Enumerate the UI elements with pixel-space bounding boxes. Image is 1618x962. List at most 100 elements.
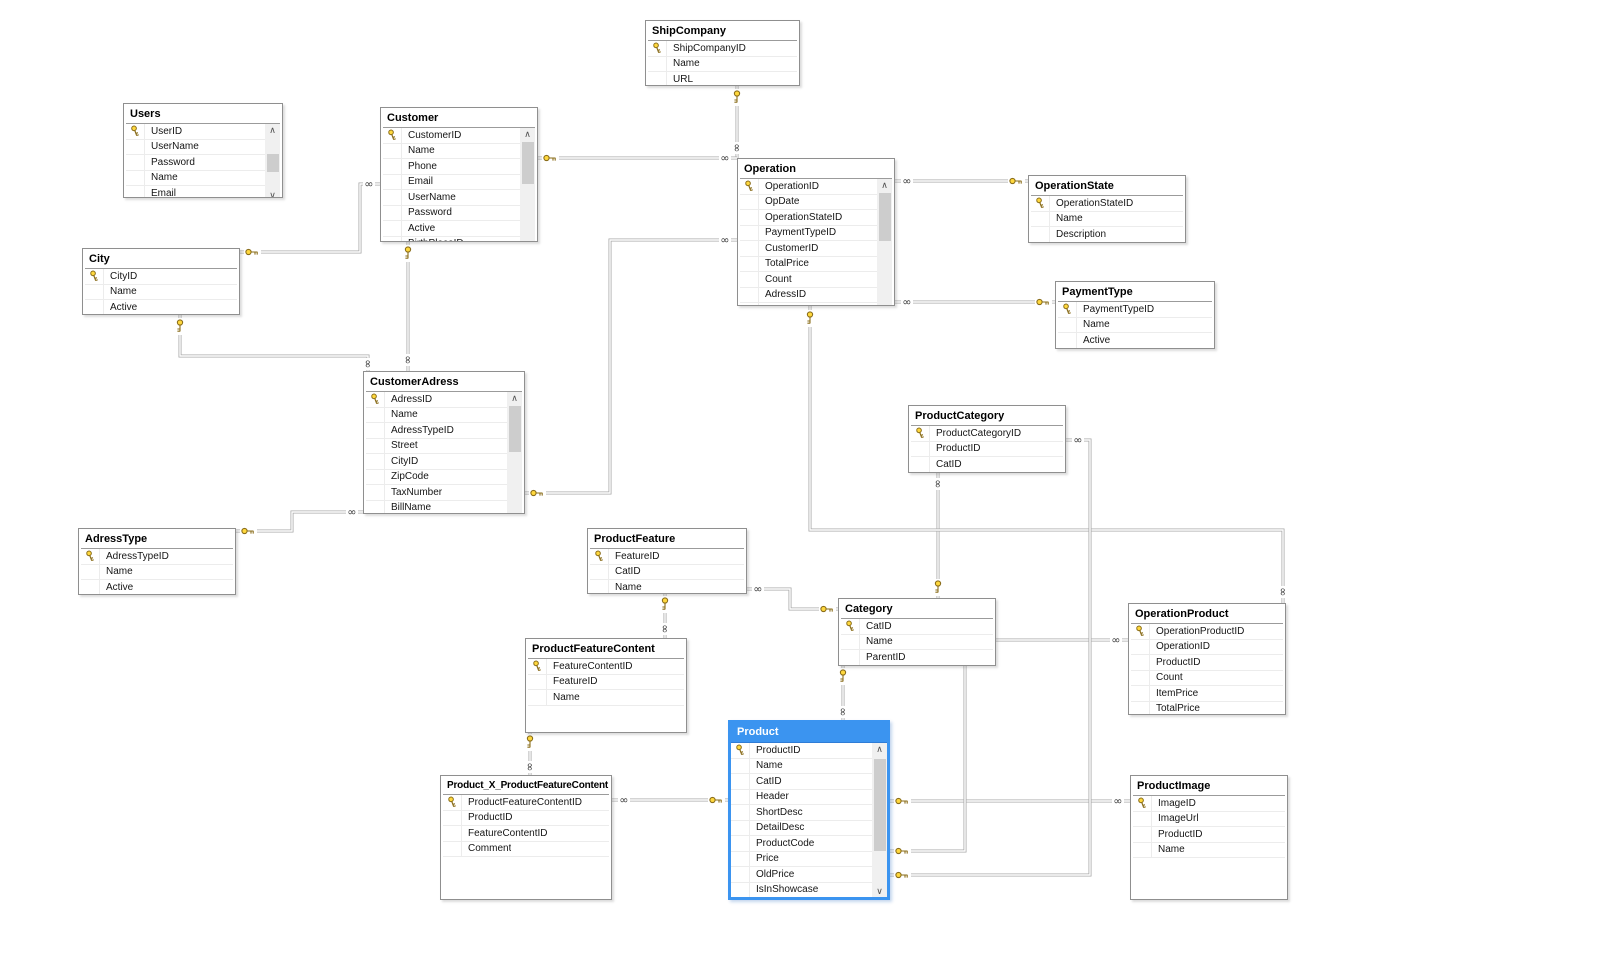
table-row[interactable]: Phone	[383, 159, 520, 175]
table-row[interactable]: OperationID	[740, 179, 877, 195]
relationship-ProductFeatureContent-Product_X_ProductFeatureContent[interactable]: ∞	[524, 733, 537, 775]
table-row[interactable]: CatID	[731, 774, 872, 790]
table-row[interactable]: Password	[383, 205, 520, 221]
table-row[interactable]: Password	[126, 155, 265, 171]
table-row[interactable]: ImageUrl	[1133, 811, 1285, 827]
table-row[interactable]: ImageID	[1133, 796, 1285, 812]
relationship-Product-ProductCategory[interactable]: ∞	[890, 434, 1092, 880]
table-row[interactable]: Name	[1133, 842, 1285, 858]
table-row[interactable]: FeatureID	[528, 674, 684, 690]
table-product[interactable]: Product ProductID Name CatID Header Shor…	[728, 720, 890, 900]
table-row[interactable]: Name	[1058, 317, 1212, 333]
relationship-Customer-CustomerAdress[interactable]: ∞	[402, 242, 415, 371]
table-row[interactable]: ProductCode	[731, 836, 872, 852]
table-row[interactable]: ShipCompanyID	[648, 41, 797, 57]
table-row[interactable]: Name	[383, 143, 520, 159]
relationship-City-CustomerAdress[interactable]: ∞	[176, 315, 375, 371]
table-row[interactable]: ProductFeatureContentID	[443, 795, 609, 811]
table-paymenttype[interactable]: PaymentType PaymentTypeID Name Active	[1055, 281, 1215, 349]
table-productcategory[interactable]: ProductCategory ProductCategoryID Produc…	[908, 405, 1066, 473]
table-row[interactable]: CatID	[590, 564, 744, 580]
table-row[interactable]: FeatureContentID	[528, 659, 684, 675]
table-row[interactable]: Name	[841, 634, 993, 650]
table-title[interactable]: ProductFeatureContent	[528, 641, 684, 659]
scrollbar[interactable]: ∧ ∨	[265, 124, 280, 197]
scrollbar-thumb[interactable]	[266, 154, 279, 172]
relationship-CustomerAdress-Operation[interactable]: ∞	[525, 234, 737, 498]
table-productfeaturecontent[interactable]: ProductFeatureContent FeatureContentID F…	[525, 638, 687, 733]
relationship-Product-Product_X_ProductFeatureContent[interactable]: ∞	[612, 794, 728, 807]
scrollbar-thumb[interactable]	[521, 142, 534, 184]
table-row[interactable]: TaxNumber	[366, 485, 507, 501]
table-row[interactable]: Name	[528, 690, 684, 706]
table-row[interactable]: Name	[81, 564, 233, 580]
table-row[interactable]: Count	[740, 272, 877, 288]
table-row[interactable]: ShortDesc	[731, 805, 872, 821]
table-row[interactable]: OldPrice	[731, 867, 872, 883]
table-row[interactable]: PaymentTypeID	[1058, 302, 1212, 318]
table-title[interactable]: OperationState	[1031, 178, 1183, 196]
table-row[interactable]: Active	[1058, 333, 1212, 348]
table-row[interactable]: ProductID	[911, 441, 1063, 457]
table-row[interactable]: TotalPrice	[1131, 701, 1283, 714]
scroll-down-icon[interactable]: ∨	[520, 239, 535, 241]
table-row[interactable]: AdressTypeID	[366, 423, 507, 439]
table-customer[interactable]: Customer CustomerID Name Phone Email Use…	[380, 107, 538, 242]
table-row[interactable]: CatID	[841, 619, 993, 635]
table-row[interactable]: OpDate	[740, 194, 877, 210]
table-row[interactable]: OperationProductID	[1131, 624, 1283, 640]
table-title[interactable]: AdressType	[81, 531, 233, 549]
scrollbar[interactable]: ∧ ∨	[872, 743, 887, 897]
scroll-up-icon[interactable]: ∧	[876, 744, 883, 754]
table-row[interactable]: ProductID	[1131, 655, 1283, 671]
table-row[interactable]: FeatureContentID	[443, 826, 609, 842]
table-row[interactable]: TotalPrice	[740, 256, 877, 272]
table-row[interactable]: UserName	[383, 190, 520, 206]
scrollbar[interactable]: ∧ ∨	[520, 128, 535, 241]
table-row[interactable]: Name	[1031, 211, 1183, 227]
table-row[interactable]: IsInShowcase	[731, 882, 872, 897]
table-title[interactable]: PaymentType	[1058, 284, 1212, 302]
table-row[interactable]: BirthPlaceID	[383, 236, 520, 241]
table-row[interactable]: UserName	[126, 139, 265, 155]
table-row[interactable]: Name	[85, 284, 237, 300]
scrollbar-thumb[interactable]	[508, 406, 521, 452]
table-row[interactable]: AdressID	[366, 392, 507, 408]
table-row[interactable]: ProductID	[1133, 827, 1285, 843]
table-row[interactable]: Name	[366, 407, 507, 423]
table-row[interactable]: ProductID	[443, 810, 609, 826]
table-row[interactable]: AdressID	[740, 287, 877, 303]
relationship-City-Customer[interactable]: ∞	[240, 178, 380, 257]
relationship-PaymentType-Operation[interactable]: ∞	[895, 296, 1055, 309]
table-row[interactable]: ProductID	[731, 743, 872, 759]
table-row[interactable]: CustomerID	[383, 128, 520, 144]
table-row[interactable]: ItemPrice	[1131, 686, 1283, 702]
table-row[interactable]: AdressTypeID	[81, 549, 233, 565]
scroll-up-icon[interactable]: ∧	[511, 393, 518, 403]
scroll-up-icon[interactable]: ∧	[524, 129, 531, 139]
table-city[interactable]: City CityID Name Active	[82, 248, 240, 315]
table-row[interactable]: Description	[1031, 227, 1183, 242]
relationship-ProductFeature-ProductFeatureContent[interactable]: ∞	[659, 594, 672, 638]
table-row[interactable]: Active	[81, 580, 233, 594]
table-operation[interactable]: Operation OperationID OpDate OperationSt…	[737, 158, 895, 306]
table-category[interactable]: Category CatID Name ParentID	[838, 598, 996, 666]
table-title[interactable]: ProductImage	[1133, 778, 1285, 796]
table-row[interactable]: Count	[1131, 670, 1283, 686]
table-row[interactable]: Email	[126, 186, 265, 197]
relationship-Category-ProductFeature[interactable]: ∞	[747, 583, 838, 614]
table-row[interactable]: Name	[648, 56, 797, 72]
table-title[interactable]: Users	[126, 106, 280, 124]
table-operationproduct[interactable]: OperationProduct OperationProductID Oper…	[1128, 603, 1286, 715]
scrollbar[interactable]: ∧ ∨	[507, 392, 522, 513]
table-shipcompany[interactable]: ShipCompany ShipCompanyID Name URL	[645, 20, 800, 86]
table-title[interactable]: Category	[841, 601, 993, 619]
table-row[interactable]: CustomerID	[740, 241, 877, 257]
table-row[interactable]: CatID	[911, 457, 1063, 472]
scrollbar-thumb[interactable]	[873, 759, 886, 851]
table-row[interactable]: UserID	[126, 124, 265, 140]
relationship-Product-ProductImage[interactable]: ∞	[890, 795, 1130, 808]
table-product_x_productfeaturecontent[interactable]: Product_X_ProductFeatureContent ProductF…	[440, 775, 612, 900]
relationship-ShipCompany-Operation[interactable]: ∞	[731, 86, 744, 158]
table-row[interactable]: CityID	[366, 454, 507, 470]
